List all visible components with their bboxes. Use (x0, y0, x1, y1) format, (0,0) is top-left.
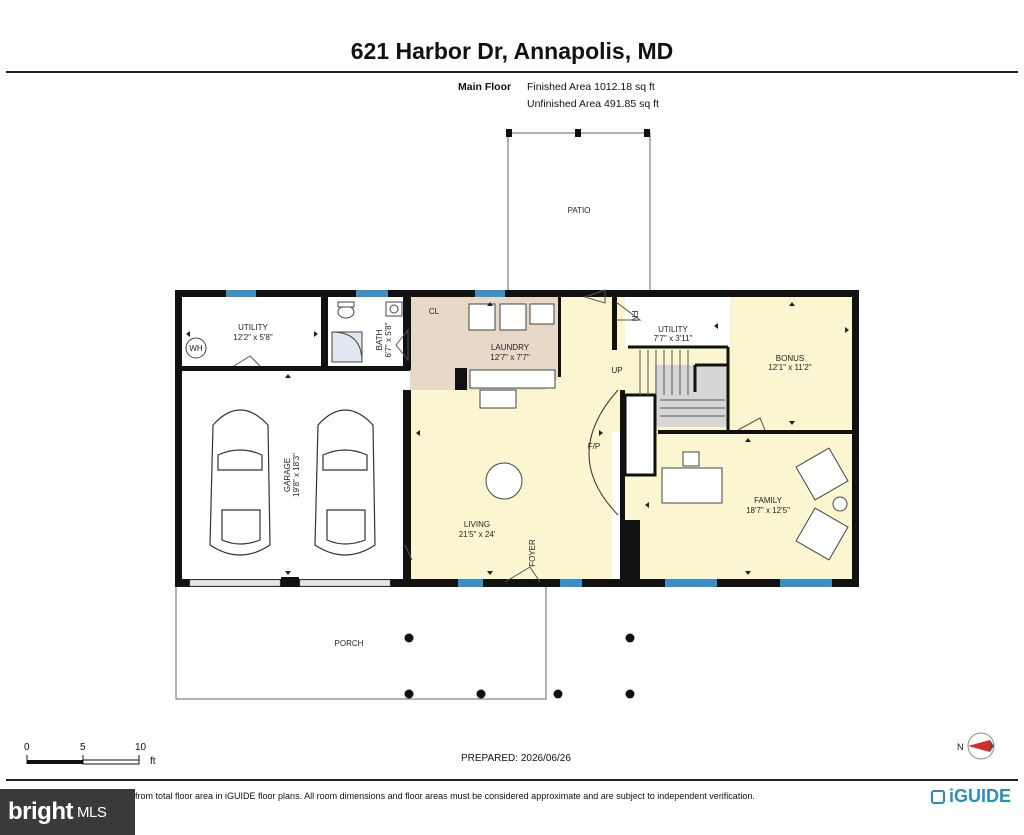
label-cl: CL (429, 307, 440, 316)
floor-label: Main Floor (458, 81, 512, 93)
iguide-logo-text: iGUIDE (949, 786, 1012, 806)
scale-tick-0: 0 (24, 742, 30, 753)
finished-area: Finished Area 1012.18 sq ft (527, 81, 655, 93)
label-utility-left: UTILITY (238, 323, 268, 332)
laundry-fixtures (468, 303, 556, 409)
car-left (209, 409, 271, 556)
label-wh: WH (189, 344, 203, 353)
label-garage: GARAGE (283, 458, 292, 492)
footer-rule (6, 779, 1018, 781)
bright-logo-text: bright (8, 798, 73, 825)
furniture (185, 337, 849, 561)
dim-laundry: 12'7" x 7'7" (490, 353, 530, 362)
disclaimer: from total floor area in iGUIDE floor pl… (135, 791, 755, 801)
header-rule (6, 71, 1018, 73)
car-right (314, 409, 376, 556)
dim-garage: 19'8" x 18'3" (292, 453, 301, 497)
label-fp: F/P (588, 442, 600, 451)
label-up: UP (611, 366, 622, 375)
bright-logo-suffix: MLS (76, 803, 107, 821)
porch (175, 585, 635, 700)
unfinished-area: Unfinished Area 491.85 sq ft (527, 98, 659, 110)
compass-label: N (957, 742, 964, 752)
room-fills (181, 297, 855, 580)
page-title: 621 Harbor Dr, Annapolis, MD (350, 38, 674, 64)
doors (233, 289, 766, 583)
bath-fixtures (331, 301, 403, 363)
dim-bath: 6'7" x 5'8" (384, 322, 393, 357)
dim-utility-right: 7'7" x 3'11" (654, 334, 693, 343)
iguide-logo: iGUIDE (931, 786, 1011, 807)
scale-tick-5: 5 (80, 742, 86, 753)
compass (967, 732, 995, 760)
fireplace-arc (588, 389, 619, 516)
dim-bonus: 12'1" x 11'2" (768, 363, 811, 372)
dim-family: 18'7" x 12'5" (746, 506, 790, 515)
label-laundry: LAUNDRY (491, 343, 530, 352)
label-bonus: BONUS (776, 354, 804, 363)
label-porch: PORCH (335, 639, 364, 648)
garage-door (189, 577, 391, 587)
label-utility-right: UTILITY (658, 325, 688, 334)
scale-bar (26, 755, 140, 765)
iguide-logo-icon (931, 789, 945, 804)
label-living: LIVING (464, 520, 490, 529)
label-bath: BATH (375, 329, 384, 350)
dim-utility-left: 12'2" x 5'8" (233, 333, 273, 342)
scale-tick-10: 10 (135, 742, 147, 753)
prepared-date: PREPARED: 2026/06/26 (461, 753, 571, 764)
walls (175, 290, 859, 587)
label-fn: FN (630, 311, 639, 322)
dimension-marks (186, 302, 849, 575)
label-patio: PATIO (568, 206, 591, 215)
label-family: FAMILY (754, 496, 783, 505)
windows (226, 290, 832, 587)
dim-living: 21'5" x 24' (459, 530, 496, 539)
bright-mls-logo: bright MLS (0, 789, 135, 835)
stairs (628, 345, 730, 430)
label-foyer: FOYER (528, 539, 537, 567)
scale-unit: ft (150, 756, 156, 767)
